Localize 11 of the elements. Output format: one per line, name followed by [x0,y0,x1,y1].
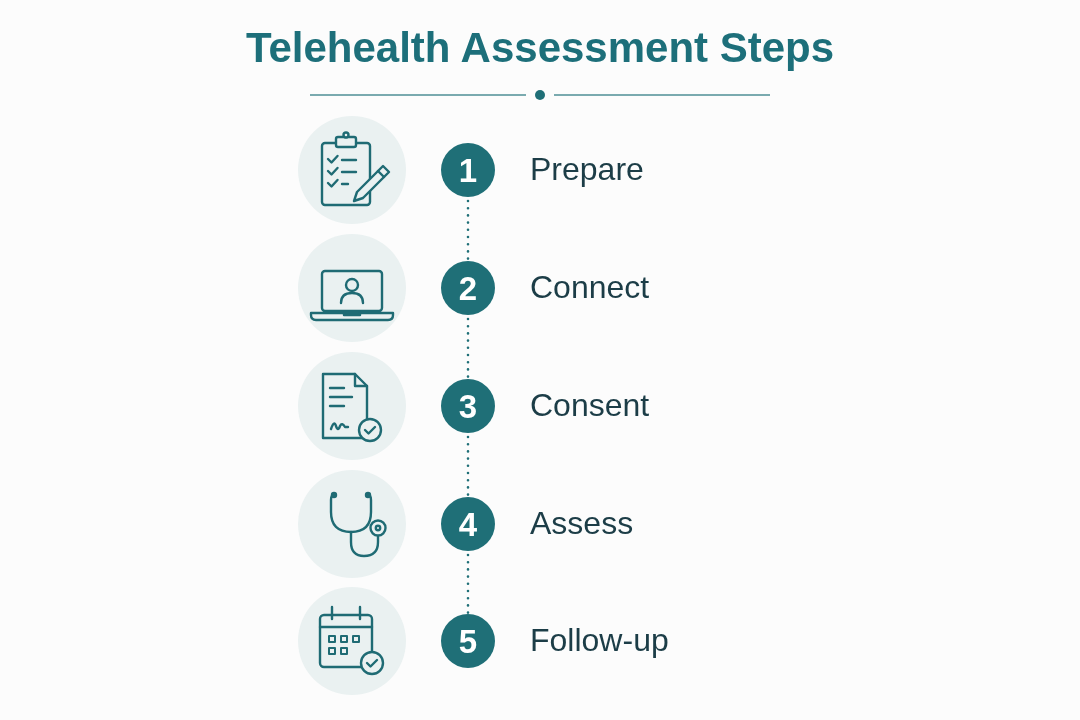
step-number: 4 [441,497,495,551]
step-label: Prepare [530,150,644,189]
step-number: 5 [441,614,495,668]
step-label: Connect [530,268,650,307]
step-label: Assess [530,504,634,543]
title: Telehealth Assessment Steps [244,23,836,73]
step-number: 1 [441,143,495,197]
step-number: 2 [441,261,495,315]
step-label: Follow-up [530,621,669,660]
step-label: Consent [530,386,650,425]
step-number: 3 [441,379,495,433]
